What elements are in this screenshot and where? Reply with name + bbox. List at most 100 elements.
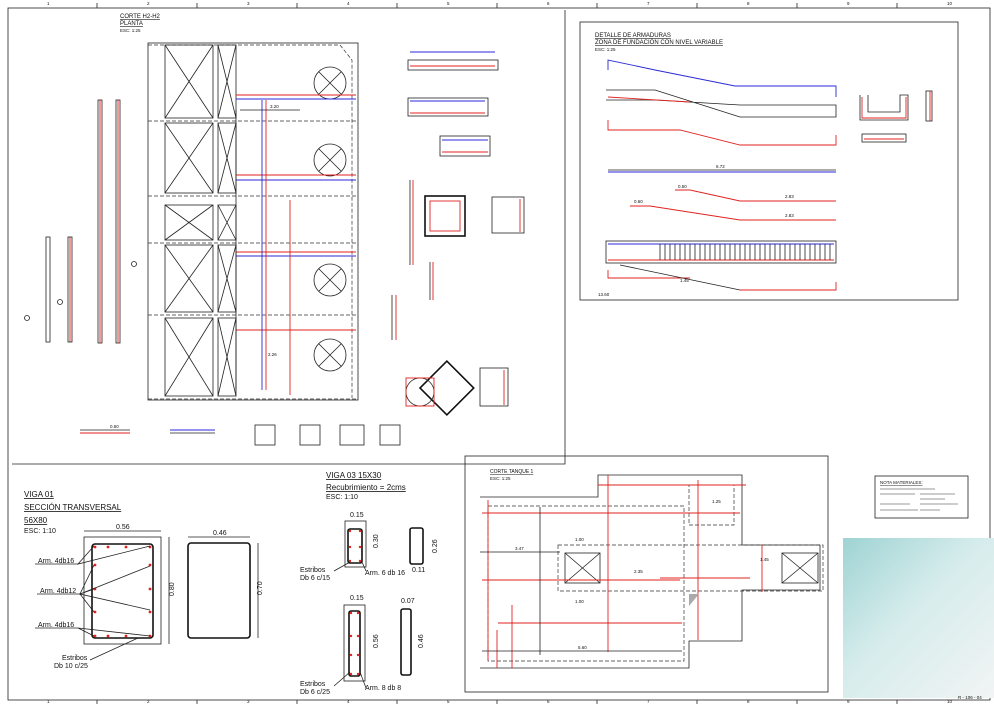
plan-void-box: [164, 204, 214, 241]
rebar-dot: [349, 672, 353, 676]
viga03-b-height: 0.56: [373, 634, 380, 648]
nota-title: NOTA MATERIALES:: [880, 480, 923, 485]
detail-dim: 1.45: [680, 278, 689, 283]
detail-drawing: 6.72 0.50 2.83 2.83 0.60 1.45 13.60: [598, 59, 933, 297]
rebar-dot: [358, 529, 362, 533]
rebar-dot: [356, 672, 360, 676]
viga03-b-width: 0.15: [350, 595, 364, 602]
viga03-a-inner-width: 0.11: [412, 567, 425, 574]
tanque-drawing: 3.47 1.00 1.25 2.35 1.00 5.60 1.45: [480, 474, 824, 669]
plan-void-box: [164, 44, 214, 119]
viga03-title: VIGA 03 15X30: [326, 471, 382, 480]
viga03-a-arm: Arm. 6 db 16: [365, 570, 405, 577]
rebar-dot: [348, 559, 352, 563]
rebar-dot: [358, 545, 362, 549]
viga03-b-inner-width: 0.07: [401, 598, 415, 605]
viga01-arm-mid: Arm. 4db12: [40, 588, 76, 595]
detail-dim: 2.83: [785, 194, 794, 199]
tanque-panel-border: [464, 455, 829, 693]
viga01-width-inner: 0.46: [213, 530, 227, 537]
plan-title: CORTE H2-H2: [120, 14, 161, 20]
detail-dim: 0.60: [634, 199, 643, 204]
viga03-a-inner-height: 0.26: [432, 539, 439, 553]
viga03-b-inner-height: 0.46: [418, 634, 425, 648]
viga03-b-arm: Arm. 8 db 8: [365, 685, 401, 692]
tanque-dim: 1.00: [575, 537, 584, 542]
viga01-subtitle: SECCIÓN TRANSVERSAL: [24, 503, 122, 512]
watermark-overlay: [843, 538, 994, 698]
rebar-dot: [349, 611, 353, 615]
viga01-scale: ESC: 1:10: [24, 528, 56, 535]
viga03-a-height: 0.30: [373, 534, 380, 548]
viga01-arm-top: Arm. 4db16: [38, 558, 74, 565]
rebar-dot: [93, 610, 97, 614]
rebar-dot: [348, 545, 352, 549]
viga01-height-inner: 0.70: [257, 581, 264, 595]
tanque-dim: 5.60: [578, 645, 587, 650]
rebar-dot: [349, 653, 353, 657]
viga03-a-stirrups-spec: Db 6 c/15: [300, 575, 330, 582]
plan-dim: 2.26: [268, 352, 277, 357]
tanque-dim: 2.35: [634, 569, 643, 574]
rebar-dot: [124, 634, 128, 638]
viga03-cover: Recubrimiento = 2cms: [326, 483, 406, 492]
tanque-title: CORTE TANQUE 1: [490, 469, 534, 475]
viga01-arm-bot: Arm. 4db16: [38, 622, 74, 629]
plan-void-box: [164, 317, 214, 397]
plan-dim: 0.60: [110, 424, 119, 429]
detail-scale: ESC: 1:25: [595, 47, 616, 52]
sheet-border: [7, 7, 991, 701]
rebar-details-middle: 0.60: [80, 51, 525, 446]
viga01-size: 56X80: [24, 516, 48, 525]
viga03-a-width: 0.15: [350, 512, 364, 519]
rebar-dot: [148, 563, 152, 567]
plan-void-box: [217, 44, 237, 119]
viga03-a-stirrups-label: Estribos: [300, 567, 326, 574]
plan-dim: 3.20: [270, 104, 279, 109]
rebar-dot: [93, 545, 97, 549]
plan-view: 3.20 2.26: [147, 42, 359, 401]
rebar-dot: [106, 634, 110, 638]
rebar-dot: [148, 587, 152, 591]
rebar-dot: [356, 653, 360, 657]
viga01-width-outer: 0.56: [116, 524, 130, 531]
tanque-dim: 1.25: [712, 499, 721, 504]
plan-subtitle: PLANTA: [120, 21, 143, 27]
detail-dim: 0.50: [678, 184, 687, 189]
rebar-dot: [148, 610, 152, 614]
viga03-b-stirrups-label: Estribos: [300, 681, 326, 688]
viga01-height-outer: 0.80: [169, 582, 176, 596]
viga01-title: VIGA 01: [24, 490, 54, 499]
detail-dim: 2.83: [785, 213, 794, 218]
rebar-dot: [356, 611, 360, 615]
plan-scale: ESC: 1:25: [120, 28, 141, 33]
viga-01-section: VIGA 01 SECCIÓN TRANSVERSAL 56X80 ESC: 1…: [24, 490, 264, 670]
tanque-dim: 1.45: [760, 557, 769, 562]
detail-subtitle: ZONA DE FUNDACIÓN CON NIVEL VARIABLE: [595, 39, 723, 46]
rebar-dot: [348, 529, 352, 533]
viga01-stirrups-spec: Db 10 c/25: [54, 663, 88, 670]
plan-panel-border: [12, 10, 566, 465]
rebar-dot: [356, 634, 360, 638]
rebar-bars-left: [24, 99, 137, 344]
rebar-dot: [93, 634, 97, 638]
detail-panel-border: [579, 21, 959, 301]
detail-dim: 6.72: [716, 164, 725, 169]
plan-void-box: [164, 244, 214, 313]
viga03-b-stirrups-spec: Db 6 c/25: [300, 689, 330, 696]
rebar-dot: [93, 563, 97, 567]
detail-title: DETALLE DE ARMADURAS: [595, 33, 671, 39]
viga03-scale: ESC: 1:10: [326, 494, 358, 501]
detail-dim: 13.60: [598, 292, 610, 297]
rebar-dot: [124, 545, 128, 549]
tanque-dim: 1.00: [575, 599, 584, 604]
rebar-dot: [106, 545, 110, 549]
tanque-dim: 3.47: [515, 546, 524, 551]
rebar-dot: [349, 634, 353, 638]
viga-03-section: VIGA 03 15X30 Recubrimiento = 2cms ESC: …: [300, 471, 439, 696]
plan-void-box: [164, 122, 214, 194]
tanque-scale: ESC: 1:25: [490, 476, 511, 481]
nota-materiales-box: NOTA MATERIALES:: [874, 475, 969, 519]
rebar-dot: [358, 559, 362, 563]
